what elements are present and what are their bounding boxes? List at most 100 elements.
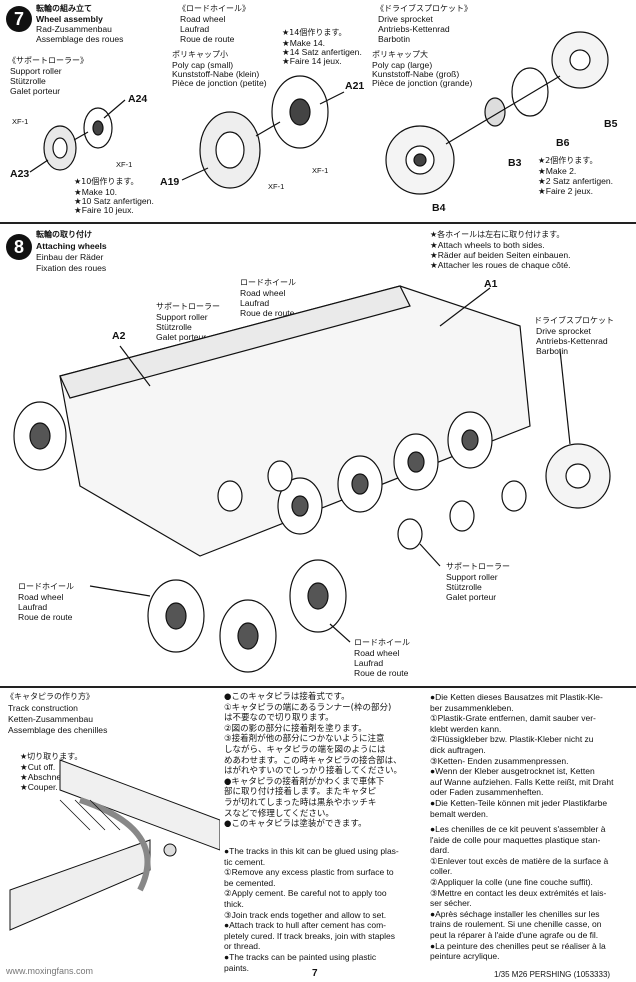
drive-sprocket-make-de: ★2 Satz anfertigen. [538, 176, 614, 186]
support-roller-label-fr: Galet porteur [156, 332, 207, 342]
step8-illustration [13, 285, 611, 673]
watermark-text: www.moxingfans.com [6, 966, 94, 976]
road-wheel-label-de: Laufrad [240, 298, 270, 308]
product-code: 1/35 M26 PERSHING (1053333) [494, 970, 611, 979]
support-roller-make-jp: ★10個作ります。 [74, 177, 139, 186]
track-instructions-de: ●Die Ketten dieses Bausatzes mit Plastik… [430, 692, 614, 819]
section-divider [0, 222, 636, 224]
xf1-label: XF-1 [312, 166, 329, 175]
drive-sprocket-label-jp: ドライブスプロケット [534, 316, 614, 325]
track-instructions-fr: ●Les chenilles de ce kit peuvent s'assem… [430, 824, 609, 962]
road-wheels-row [277, 411, 493, 535]
part-b4-label: B4 [432, 202, 446, 214]
polycap-small-fr: Pièce de jonction (petite) [172, 78, 267, 88]
road-wheel-make-fr: ★Faire 14 jeux. [282, 56, 342, 66]
support-roller-title-de: Stützrolle [10, 76, 46, 86]
drive-sprocket-title-fr: Barbotin [378, 34, 411, 44]
cut-off-jp: ★切り取ります。 [20, 752, 83, 761]
track-illustration [9, 759, 220, 931]
road-wheel-title-fr: Roue de route [180, 34, 235, 44]
step7-title-fr: Assemblage des roues [36, 34, 124, 44]
track-sprue [59, 759, 220, 851]
step8-note-en: ★Attach wheels to both sides. [430, 240, 545, 250]
road-wheel-make-en: ★Make 14. [282, 38, 326, 48]
step7-title-jp: 転輪の組み立て [36, 4, 92, 13]
step8-note-fr: ★Attacher les roues de chaque côté. [430, 260, 571, 270]
road-wheel-label-fr: Roue de route [18, 612, 73, 622]
support-roller-title-en: Support roller [10, 66, 62, 76]
support-roller-make-de: ★10 Satz anfertigen. [74, 196, 154, 206]
part-b3-label: B3 [508, 157, 522, 169]
cut-off-en: ★Cut off. [20, 762, 56, 772]
road-wheel-title-jp: 《ロードホイール》 [178, 4, 250, 13]
road-wheel-make-de: ★14 Satz anfertigen. [282, 47, 362, 57]
drive-sprocket-label-de: Antriebs-Kettenrad [536, 336, 608, 346]
track-title-de: Ketten-Zusammenbau [8, 714, 94, 724]
drive-sprocket-title-jp: 《ドライブスプロケット》 [376, 4, 472, 13]
polycap-large-jp: ポリキャップ大 [372, 50, 428, 59]
step8-note-jp: ★各ホイールは左右に取り付けます。 [430, 230, 565, 239]
track-instructions-en: ●The tracks in this kit can be glued usi… [224, 846, 399, 973]
step7-illustration [29, 31, 609, 195]
polycap-small-de: Kunststoff-Nabe (klein) [172, 69, 260, 79]
part-a21-label: A21 [345, 80, 365, 92]
part-a19-label: A19 [160, 176, 180, 188]
road-wheel-title-en: Road wheel [180, 14, 226, 24]
track-instructions-jp: ●このキャタピラは接着式です。①キャタピラの端にあるランナー(枠の部分)は不要な… [224, 692, 402, 830]
road-wheel-title-de: Laufrad [180, 24, 210, 34]
step8-title-jp: 転輪の取り付け [36, 230, 92, 239]
support-roller-label-en: Support roller [156, 312, 208, 322]
support-roller-label-fr: Galet porteur [446, 592, 497, 602]
step7-title-de: Rad-Zusammenbau [36, 24, 112, 34]
road-wheel-label-fr: Roue de route [240, 308, 295, 318]
drive-sprocket-make-fr: ★Faire 2 jeux. [538, 186, 593, 196]
road-wheel-label-jp: ロードホイール [18, 582, 74, 591]
road-wheel-label-jp: ロードホイール [354, 638, 410, 647]
polycap-large-fr: Pièce de jonction (grande) [372, 78, 473, 88]
step7-title-en: Wheel assembly [36, 14, 103, 24]
support-roller-title-jp: 《サポートローラー》 [8, 56, 88, 65]
road-wheel-label-en: Road wheel [18, 592, 64, 602]
drive-sprocket-label-en: Drive sprocket [536, 326, 591, 336]
track-link-strip [9, 839, 151, 931]
xf1-label: XF-1 [12, 117, 29, 126]
section-divider [0, 686, 636, 688]
cut-off-de: ★Abschneiden. [20, 772, 80, 782]
drive-sprocket-make-jp: ★2個作ります。 [538, 156, 598, 165]
road-wheel-label-de: Laufrad [354, 658, 384, 668]
support-roller-title-fr: Galet porteur [10, 86, 61, 96]
road-wheel-label-fr: Roue de route [354, 668, 409, 678]
drive-sprocket-title-en: Drive sprocket [378, 14, 433, 24]
support-roller-label-jp: サポートローラー [156, 302, 220, 311]
step8-title-de: Einbau der Räder [36, 252, 104, 262]
part-a1-label: A1 [484, 278, 498, 290]
drive-sprocket [385, 31, 609, 195]
step7-number-badge: 7 [6, 6, 32, 32]
step8-note-de: ★Räder auf beiden Seiten einbauen. [430, 250, 571, 260]
support-roller-make-en: ★Make 10. [74, 187, 118, 197]
support-roller-label-en: Support roller [446, 572, 498, 582]
support-roller-label-de: Stützrolle [446, 582, 482, 592]
cut-off-fr: ★Couper. [20, 782, 58, 792]
part-a24-label: A24 [128, 93, 148, 105]
page-number: 7 [312, 968, 318, 979]
step8-title-fr: Fixation des roues [36, 263, 107, 273]
road-wheel-label-en: Road wheel [240, 288, 286, 298]
part-a2-label: A2 [112, 330, 126, 342]
support-roller-label-de: Stützrolle [156, 322, 192, 332]
support-roller-label-jp: サポートローラー [446, 562, 510, 571]
xf1-label: XF-1 [268, 182, 285, 191]
track-title-fr: Assemblage des chenilles [8, 725, 108, 735]
part-a23-label: A23 [10, 168, 30, 180]
road-wheel-make-jp: ★14個作ります。 [282, 28, 347, 37]
drive-sprocket-label-fr: Barbotin [536, 346, 569, 356]
part-b5-label: B5 [604, 118, 618, 130]
track-title-en: Track construction [8, 703, 78, 713]
polycap-large-de: Kunststoff-Nabe (groß) [372, 69, 460, 79]
road-wheel-label-de: Laufrad [18, 602, 48, 612]
support-roller-make-fr: ★Faire 10 jeux. [74, 205, 134, 215]
xf1-label: XF-1 [116, 160, 133, 169]
part-b6-label: B6 [556, 137, 570, 149]
road-wheel-label-en: Road wheel [354, 648, 400, 658]
